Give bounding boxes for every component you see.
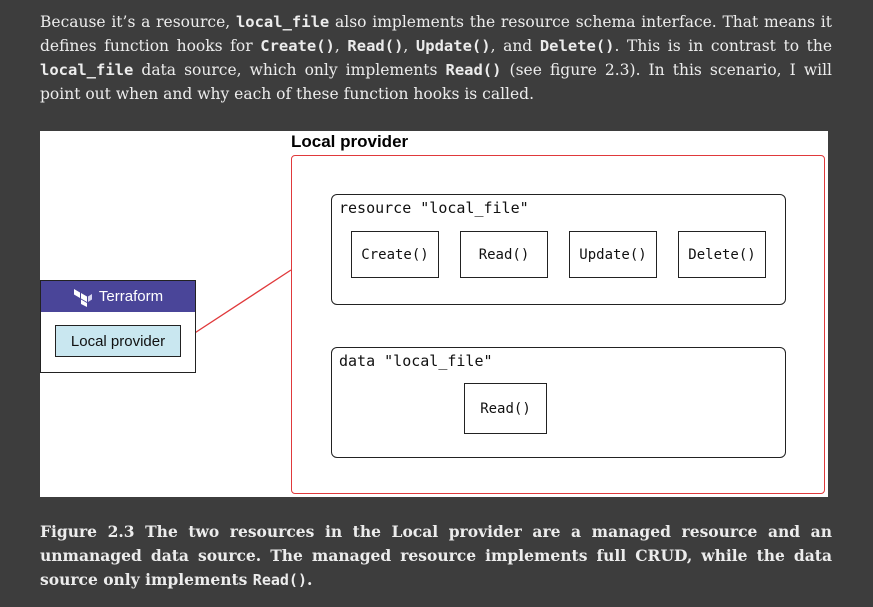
create-function-box: Create() — [351, 231, 439, 278]
figure-caption: Figure 2.3 The two resources in the Loca… — [40, 522, 832, 589]
diagram-title: Local provider — [291, 132, 409, 151]
caption-code-read: Read() — [252, 571, 307, 589]
data-group: data "local_file" Read() — [331, 347, 786, 458]
terraform-label: Terraform — [98, 288, 164, 305]
body-paragraph: Because it’s a resource, local_file also… — [40, 13, 832, 103]
figure-diagram: Local provider resource "local_file" Cre… — [40, 131, 828, 497]
connector-arrow — [182, 269, 292, 341]
terraform-panel: Terraform Local provider — [40, 280, 196, 373]
data-read-function-box: Read() — [464, 383, 547, 434]
code-update: Update() — [415, 37, 491, 55]
resource-group: resource "local_file" Create() Read() Up… — [331, 194, 786, 305]
delete-function-box: Delete() — [678, 231, 766, 278]
read-function-box: Read() — [460, 231, 548, 278]
resource-group-label: resource "local_file" — [339, 199, 529, 217]
code-delete: Delete() — [539, 37, 615, 55]
code-read: Read() — [445, 61, 502, 79]
terraform-logo-icon — [73, 288, 92, 307]
code-read: Read() — [347, 37, 404, 55]
local-provider-frame: resource "local_file" Create() Read() Up… — [291, 155, 825, 494]
data-group-label: data "local_file" — [339, 352, 493, 370]
update-function-box: Update() — [569, 231, 657, 278]
code-create: Create() — [260, 37, 335, 55]
local-provider-box: Local provider — [55, 325, 181, 357]
terraform-header: Terraform — [41, 281, 195, 312]
code-local-file: local_file — [40, 61, 134, 79]
code-local-file: local_file — [235, 13, 330, 31]
